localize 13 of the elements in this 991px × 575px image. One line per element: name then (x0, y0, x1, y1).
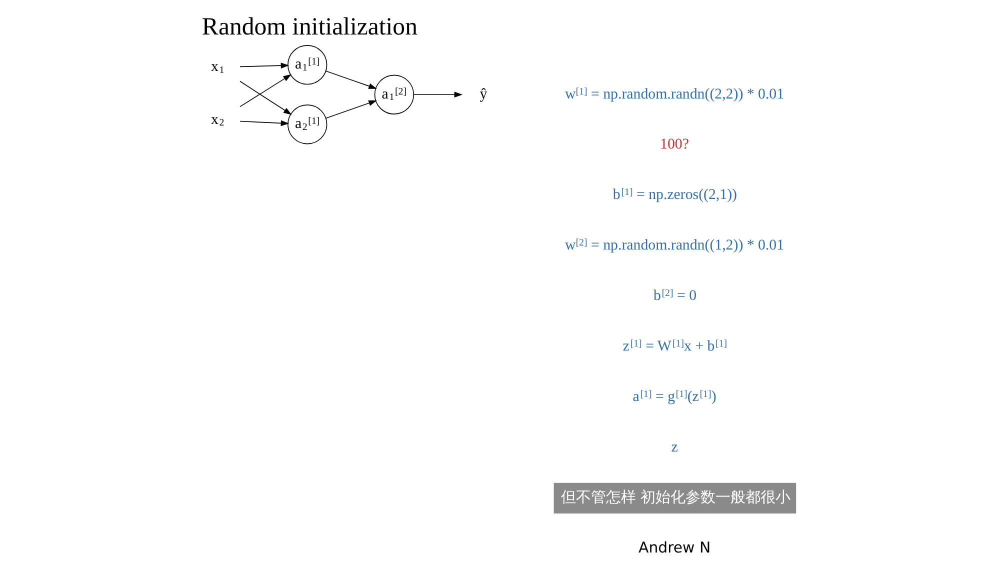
label: 100? (660, 136, 689, 153)
diagram-title: Random initialization (202, 14, 418, 41)
arrow (325, 70, 377, 89)
arrow (325, 100, 377, 119)
arrow (413, 92, 463, 98)
label: 但不管怎样 初始化参数一般都很小 (560, 488, 791, 506)
arrow (240, 80, 292, 115)
label: z (671, 439, 678, 456)
arrow (240, 74, 292, 108)
arrow (240, 120, 290, 126)
arrow (240, 62, 290, 68)
node-text: ŷ (480, 86, 488, 102)
label: Andrew N (638, 538, 711, 556)
